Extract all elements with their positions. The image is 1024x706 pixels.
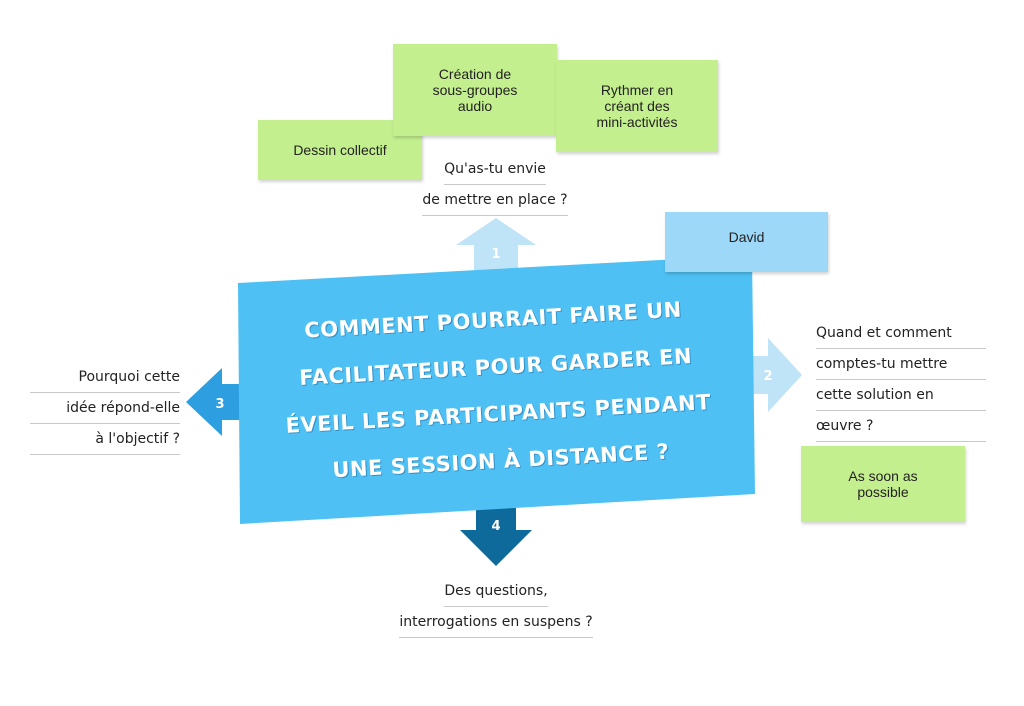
arrow-1-up: 1 [456,218,536,270]
prompt-right-line-4: œuvre ? [816,411,986,442]
prompt-top-line-1: Qu'as-tu envie [444,154,546,185]
prompt-right-line-2: comptes-tu mettre [816,349,986,380]
sticky-asap-line-1: As soon as [848,468,918,484]
prompt-bottom-line-1: Des questions, [444,576,548,607]
prompt-left-line-1: Pourquoi cette [30,362,180,393]
arrow-3-number: 3 [215,397,224,412]
sticky-rythmer-line-3: mini-activités [596,114,678,130]
prompt-top-line-2: de mettre en place ? [422,185,568,216]
arrow-2-right: 2 [748,338,802,412]
sticky-as-soon-as-possible[interactable]: As soon as possible [801,446,965,522]
prompt-right-line-1: Quand et comment [816,318,986,349]
arrow-4-number: 4 [491,519,500,534]
sticky-creation-line-2: sous-groupes [432,82,518,98]
sticky-rythmer-line-1: Rythmer en [600,82,674,98]
prompt-right-line-3: cette solution en [816,380,986,411]
prompt-left: Pourquoi cette idée répond-elle à l'obje… [30,362,180,455]
prompt-bottom: Des questions, interrogations en suspens… [380,576,612,638]
central-question: COMMENT POURRAIT FAIRE UN FACILITATEUR P… [247,272,748,509]
sticky-rythmer-line-2: créant des [604,98,670,114]
sticky-david-text: David [728,229,765,245]
arrow-4-down: 4 [460,508,532,566]
prompt-left-line-3: à l'objectif ? [30,424,180,455]
prompt-top: Qu'as-tu envie de mettre en place ? [400,154,590,216]
sticky-dessin-collectif-text: Dessin collectif [293,142,387,158]
sticky-asap-line-2: possible [857,484,909,500]
prompt-left-line-2: idée répond-elle [30,393,180,424]
arrow-1-number: 1 [491,247,500,262]
prompt-right: Quand et comment comptes-tu mettre cette… [816,318,986,442]
sticky-creation-sous-groupes[interactable]: Création de sous-groupes audio [393,44,557,136]
sticky-creation-line-3: audio [457,98,493,114]
arrow-2-number: 2 [763,369,772,384]
prompt-bottom-line-2: interrogations en suspens ? [399,607,593,638]
sticky-creation-line-1: Création de [438,66,512,82]
arrow-3-left: 3 [186,368,244,436]
central-banner [238,255,755,524]
sticky-david[interactable]: David [665,212,828,272]
sticky-rythmer[interactable]: Rythmer en créant des mini-activités [556,60,718,152]
